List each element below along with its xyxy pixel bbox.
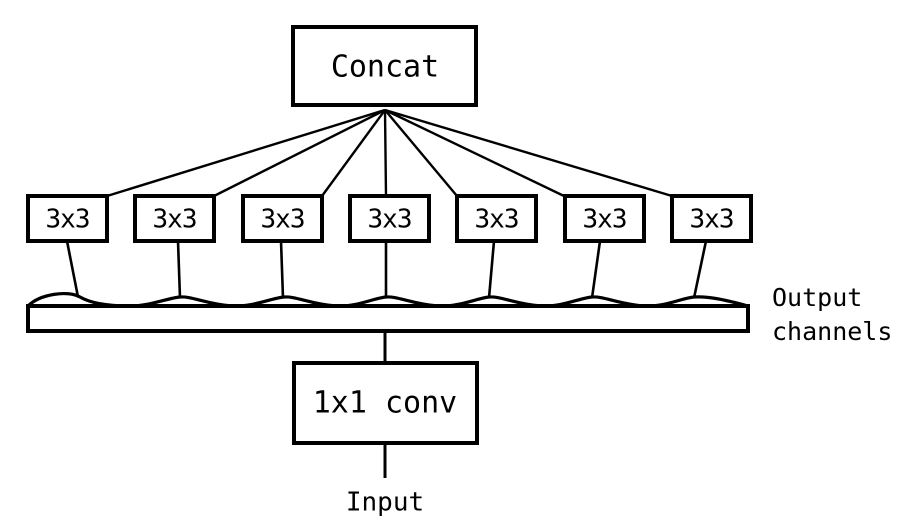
branch-nodes-row: 3x3 3x3 3x3 3x3 3x3 3x3 [26, 194, 753, 243]
branch-label-1: 3x3 [46, 205, 90, 235]
branch-box-2[interactable] [133, 194, 216, 243]
branch-box-3[interactable] [241, 194, 324, 243]
branch-label-6: 3x3 [583, 205, 627, 235]
branch-node-7[interactable]: 3x3 [670, 194, 753, 243]
branch-node-5[interactable]: 3x3 [455, 194, 538, 243]
branch-node-4[interactable]: 3x3 [348, 194, 431, 243]
output-channels-label-line2: channels [772, 317, 892, 346]
edge-concat-to-branch-7 [384, 108, 673, 198]
concat-box[interactable] [291, 25, 478, 107]
stem-branch-2 [176, 240, 182, 299]
output-channels-label-line1: Output [772, 283, 862, 312]
edge-concat-to-branch-4 [383, 109, 388, 197]
branch-label-4: 3x3 [368, 205, 412, 235]
edge-concat-to-branch-6 [384, 108, 565, 198]
branch-box-4[interactable] [348, 194, 431, 243]
stem-branch-6 [590, 240, 602, 299]
stem-branch-3 [279, 240, 285, 299]
output-channels-label: Output channels [772, 283, 892, 346]
stem-branch-1 [65, 240, 80, 298]
branch-label-2: 3x3 [153, 205, 197, 235]
output-channels-bar[interactable] [26, 304, 750, 333]
branch-to-bar-stems [65, 240, 708, 299]
branch-label-5: 3x3 [475, 205, 519, 235]
conv-label: 1x1 conv [313, 386, 458, 421]
branch-box-5[interactable] [455, 194, 538, 243]
branch-node-3[interactable]: 3x3 [241, 194, 324, 243]
conv-node[interactable]: 1x1 conv [292, 361, 479, 445]
concat-label: Concat [331, 50, 439, 85]
branch-label-3: 3x3 [261, 205, 305, 235]
edge-concat-to-branch-2 [213, 108, 386, 198]
branch-node-1[interactable]: 3x3 [26, 194, 109, 243]
branch-box-7[interactable] [670, 194, 753, 243]
edge-concat-to-branch-1 [106, 108, 386, 198]
conv-box[interactable] [292, 361, 479, 445]
concat-fanout-edges [106, 108, 673, 198]
branch-node-2[interactable]: 3x3 [133, 194, 216, 243]
edge-concat-to-branch-5 [384, 109, 458, 197]
channel-bar-rect[interactable] [26, 304, 750, 333]
concat-node[interactable]: Concat [291, 25, 478, 107]
edge-concat-to-branch-3 [321, 109, 386, 197]
stem-branch-7 [692, 240, 708, 299]
stem-branch-5 [487, 240, 496, 299]
branch-label-7: 3x3 [690, 205, 734, 235]
branch-box-6[interactable] [563, 194, 646, 243]
branch-node-6[interactable]: 3x3 [563, 194, 646, 243]
input-label: Input [346, 488, 424, 518]
